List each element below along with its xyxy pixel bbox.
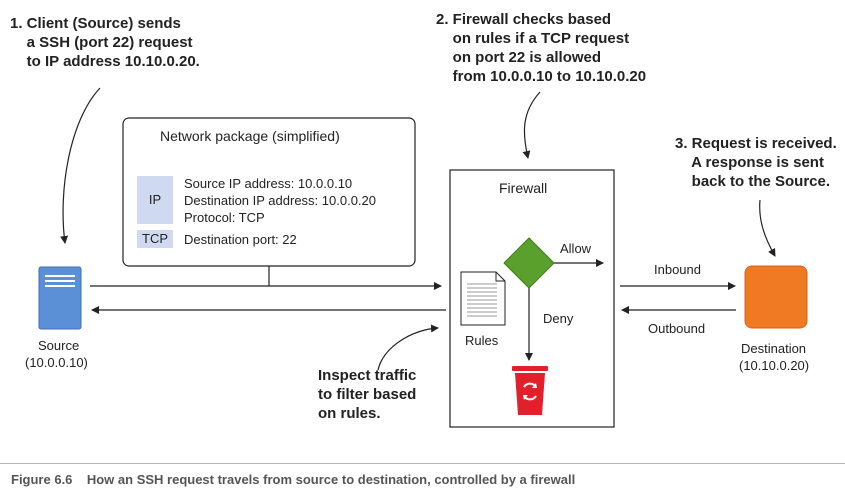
rules-document-icon (460, 271, 506, 326)
step2-annotation: 2. Firewall checks based on rules if a T… (436, 11, 647, 85)
step1-annotation: 1. Client (Source) sends a SSH (port 22)… (10, 15, 200, 70)
step2-callout-arrow (522, 91, 541, 159)
rules-label: Rules (465, 333, 499, 348)
inspect-annotation: Inspect traffic to filter based on rules… (318, 367, 417, 422)
protocol-field: Protocol: TCP (184, 210, 265, 225)
recycle-bin-icon (512, 366, 548, 415)
inbound-label: Inbound (654, 262, 701, 277)
source-label: Source (38, 338, 80, 353)
source-server-icon (38, 266, 82, 330)
source-ip-label: (10.0.0.10) (25, 355, 88, 370)
figure-caption: Figure 6.6 How an SSH request travels fr… (11, 472, 576, 487)
source-ip-field: Source IP address: 10.0.0.10 (184, 176, 353, 191)
deny-label: Deny (543, 311, 574, 326)
step1-callout-arrow (60, 87, 101, 244)
destination-ip-field: Destination IP address: 10.0.0.20 (184, 193, 376, 208)
destination-port-field: Destination port: 22 (184, 232, 297, 247)
inspect-callout-arrow (377, 324, 439, 371)
step3-annotation: 3. Request is received. A response is se… (675, 135, 837, 190)
package-title: Network package (simplified) (160, 128, 340, 144)
tcp-tag: TCP (137, 230, 173, 248)
outbound-label: Outbound (648, 321, 706, 336)
destination-label: Destination (741, 341, 807, 356)
caption-divider (0, 463, 845, 464)
destination-server-icon (744, 265, 808, 329)
destination-ip-label: (10.10.0.20) (739, 358, 810, 373)
step3-callout-arrow (759, 199, 776, 257)
allow-label: Allow (560, 241, 592, 256)
ip-tag: IP (137, 176, 173, 224)
firewall-title: Firewall (499, 180, 548, 196)
